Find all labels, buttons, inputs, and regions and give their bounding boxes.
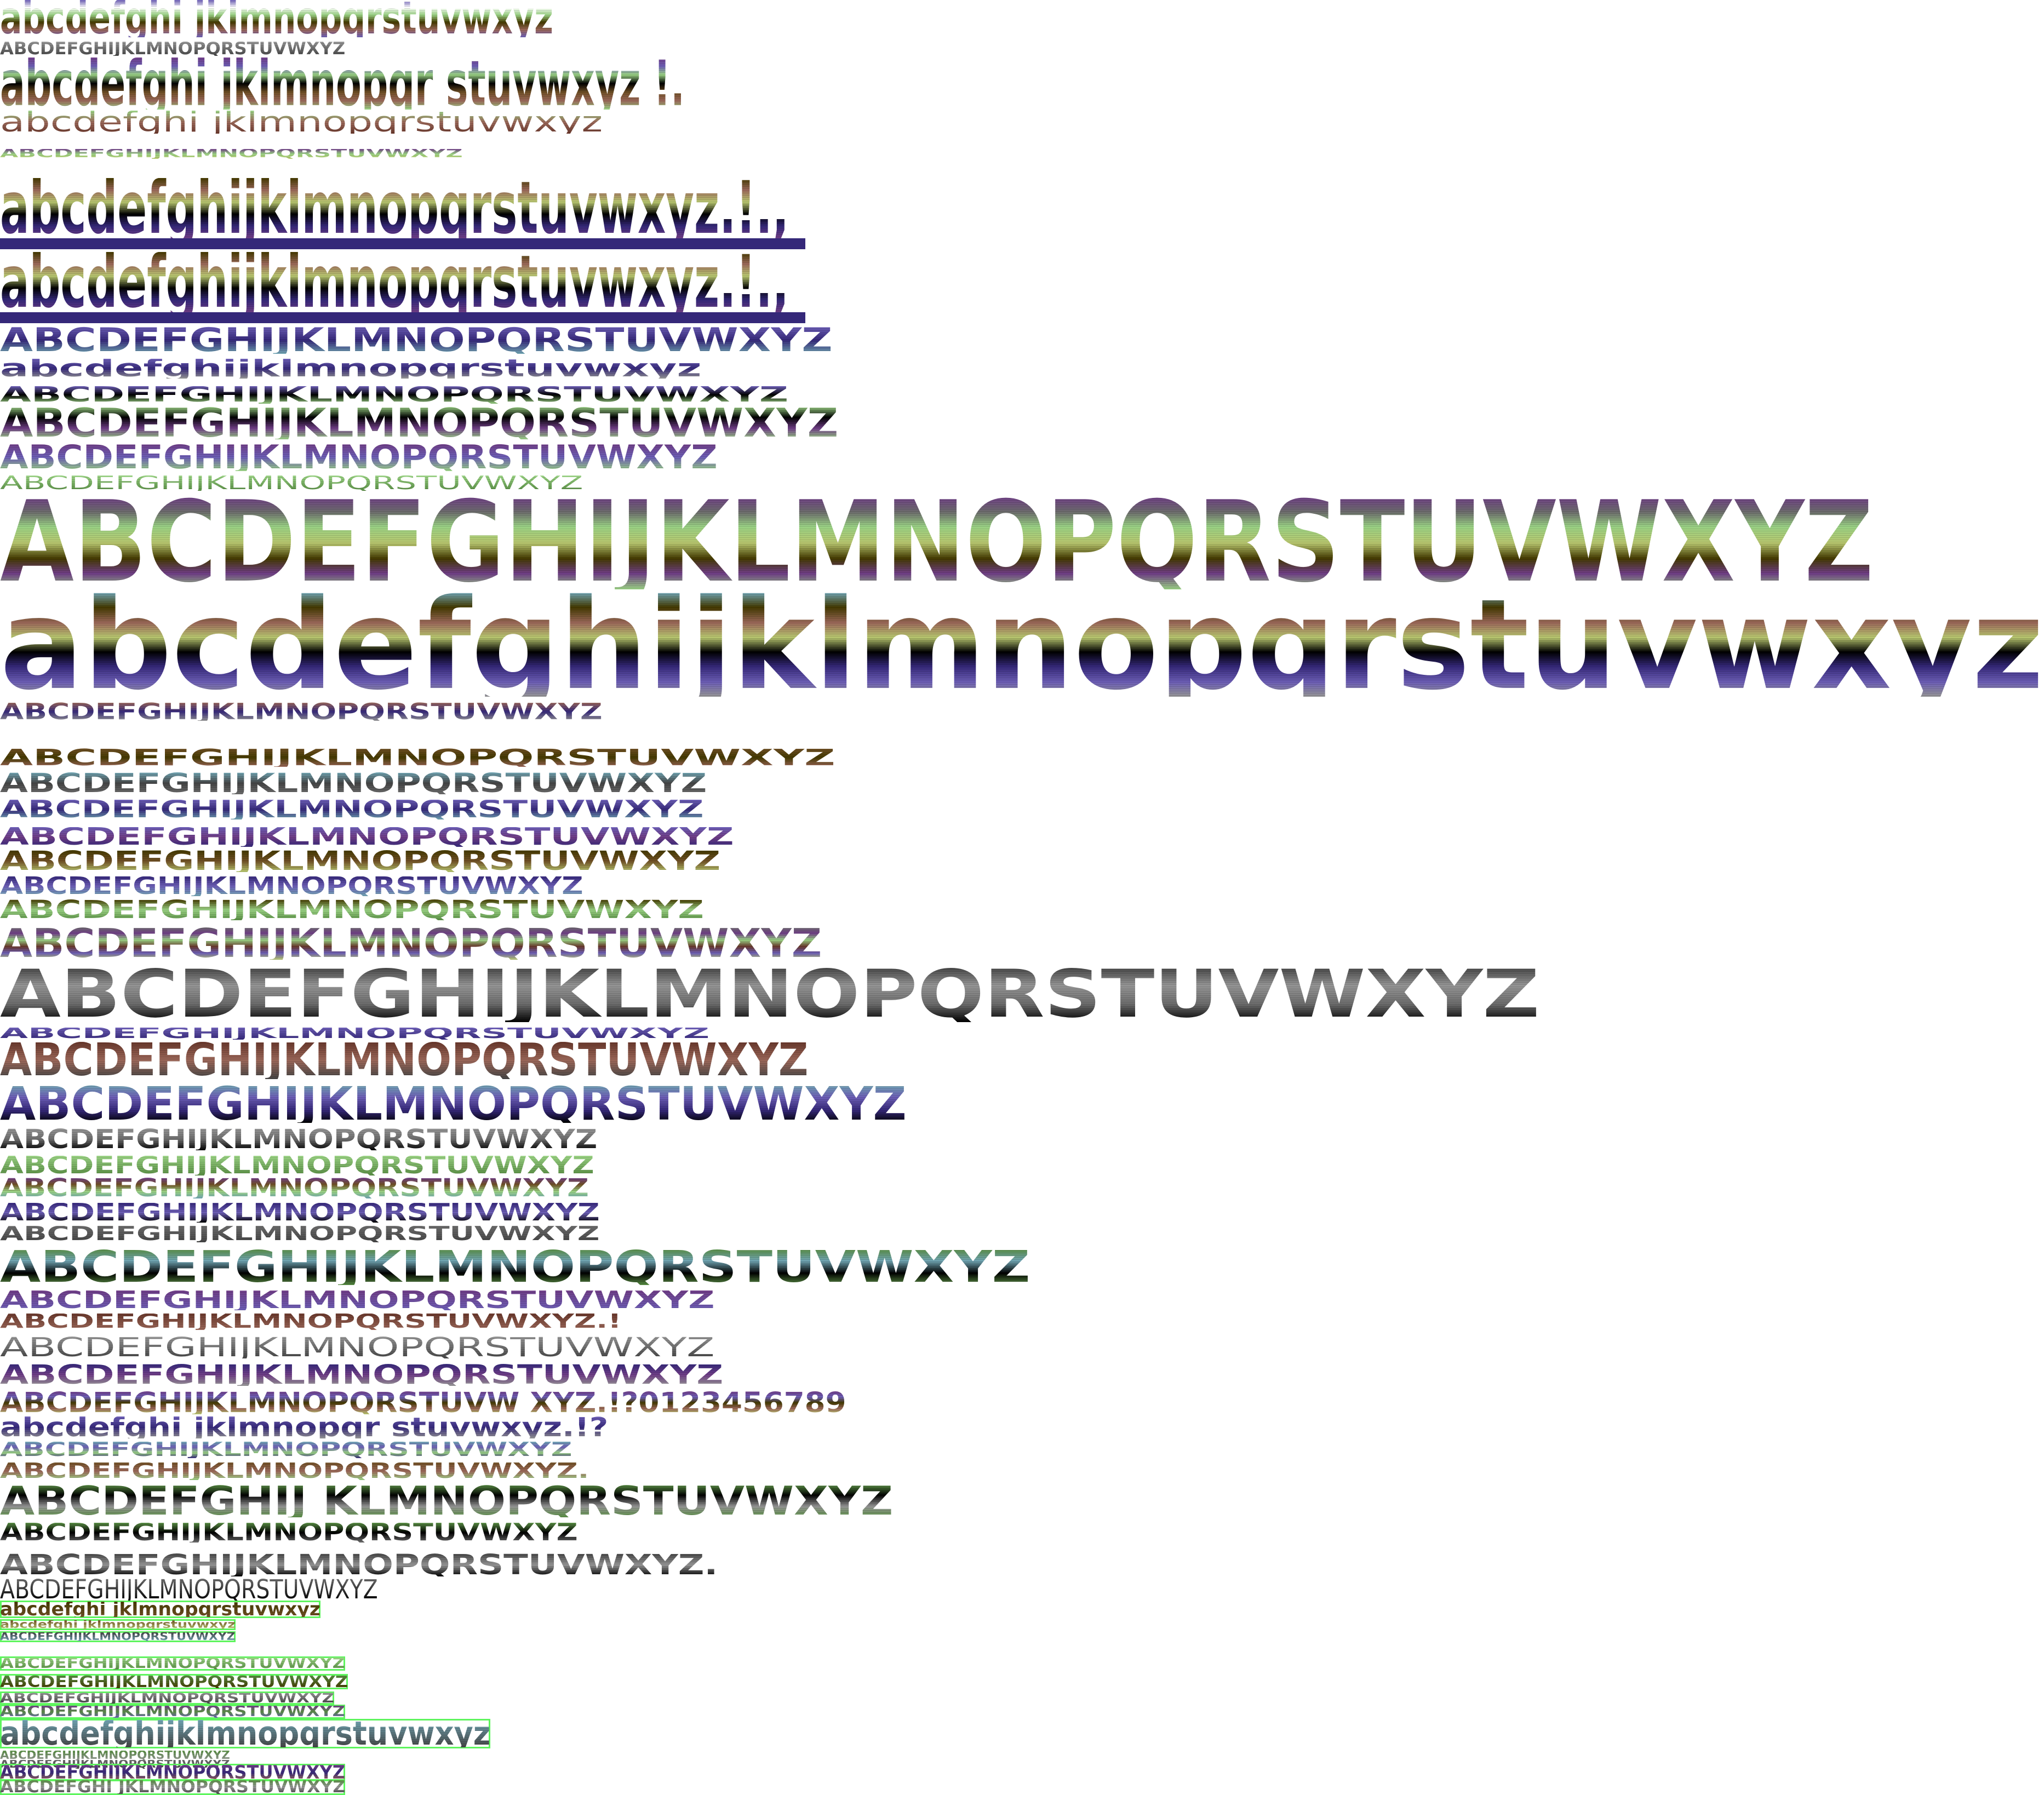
font-sample-row: ABCDEFGHIJKLMNOPQRSTUVWXYZ — [0, 1178, 589, 1198]
font-sample-row: ABCDEFGHIJKLMNOPQRSTUVWXYZ — [0, 1226, 600, 1242]
font-sample-row: ABCDEFGHIJKLMNOPQRSTUVWXYZ — [0, 1364, 723, 1386]
font-sample-row: ABCDEFGHIJKLMNOPQRSTUVWXYZ. — [0, 1553, 718, 1576]
font-sample-row: ABCDEFGHIJKLMNOPQRSTUVWXYZ — [0, 406, 838, 439]
font-sample-row: ABCDEFGHIJKLMNOPQRSTUVWXYZ — [0, 1751, 230, 1760]
font-sample-row: ABCDEFGHIJKLMNOPQRSTUVWXYZ — [0, 927, 822, 960]
font-sample-row: ABCDEFGHI JKLMNOPQRSTUVWXYZ — [0, 1780, 345, 1794]
font-sample-row: abcdefghi jklmnopqr stuvwxyz.!? — [0, 1416, 608, 1438]
font-sample-row: ABCDEFGHIJKLMNOPQRSTUVWXYZ — [0, 772, 707, 794]
font-sample-row: ABCDEFGHIJKLMNOPQRSTUVWXYZ — [0, 1693, 334, 1704]
font-sample-row: ABCDEFGHIJKLMNOPQRSTUVWXYZ — [0, 444, 718, 471]
font-sample-row: abcdefghi jklmnopqr stuvwxyz !. — [0, 58, 685, 110]
font-sample-row: ABCDEFGHIJKLMNOPQRSTUVWXYZ — [0, 1632, 236, 1641]
font-sample-row: ABCDEFGHIJKLMNOPQRSTUVWXYZ — [0, 475, 583, 491]
font-sample-row: abcdefghijklmnopqrstuvwxyz — [0, 359, 701, 379]
font-sample-row: ABCDEFGHIJKLMNOPQRSTUVWXYZ — [0, 1128, 597, 1150]
row-underline-bar — [0, 312, 805, 323]
font-sample-row: abcdefghi jklmnopqrstuvwxyz — [0, 1602, 320, 1617]
font-sample-row: ABCDEFGHIJKLMNOPQRSTUVWXYZ — [0, 1579, 378, 1601]
font-sample-row: ABCDEFGHIJKLMNOPQRSTUVWXYZ — [0, 326, 833, 354]
font-sample-row: ABCDEFGHIJKLMNOPQRSTUVWXYZ — [0, 702, 603, 721]
font-sample-row: ABCDEFGHIJKLMNOPQRSTUVWXYZ. — [0, 1463, 589, 1480]
font-sample-row: ABCDEFGHIJKLMNOPQRSTUVWXYZ — [0, 1028, 709, 1040]
font-sample-row: abcdefghijklmnopqrstuvwxyz — [0, 593, 2044, 697]
font-sample-row: ABCDEFGHIJKLMNOPQRSTUVWXYZ — [0, 1203, 600, 1223]
font-sample-row: ABCDEFGHIJKLMNOPQRSTUVWXYZ — [0, 42, 345, 56]
font-sample-row: ABCDEFGHIJKLMNOPQRSTUVWXYZ — [0, 1658, 345, 1670]
font-sample-row: ABCDEFGHIJKLMNOPQRSTUVWXYZ — [0, 1523, 578, 1542]
font-sample-row: ABCDEFGHIJKLMNOPQRSTUVWXYZ — [0, 1765, 345, 1780]
font-sample-row: ABCDEFGHIJ KLMNOPQRSTUVWXYZ — [0, 1484, 893, 1517]
font-sample-row: ABCDEFGHIJKLMNOPQRSTUVWXYZ — [0, 386, 789, 404]
font-sample-row: ABCDEFGHIJKLMNOPQRSTUVWXYZ — [0, 1042, 808, 1079]
font-sample-row: abcdefghi jklmnopqrstuvwxyz — [0, 111, 603, 134]
font-sample-row: ABCDEFGHIJKLMNOPQRSTUVWXYZ — [0, 1085, 907, 1123]
font-sample-row: ABCDEFGHIJKLMNOPQRSTUVWXYZ — [0, 1156, 594, 1175]
font-sample-row: abcdefghijklmnopqrstuvwxyz.!., — [0, 252, 789, 312]
font-sample-row: abcdefghi jklmnopqrstuvwxyz — [0, 1620, 236, 1629]
font-sample-row: ABCDEFGHIJKLMNOPQRSTUVWXYZ.! — [0, 1314, 622, 1330]
font-sample-row: abcdefghijklmnopqrstuvwxyz — [0, 1720, 490, 1747]
font-sample-row: ABCDEFGHIJKLMNOPQRSTUVWXYZ — [0, 1675, 348, 1688]
font-sample-row: ABCDEFGHIJKLMNOPQRSTUVWXYZ — [0, 1249, 1030, 1285]
font-sample-row: ABCDEFGHIJKLMNOPQRSTUVWXYZ — [0, 1706, 345, 1718]
font-sample-row: ABCDEFGHIJKLMNOPQRSTUVWXYZ — [0, 1337, 715, 1358]
font-sample-row: ABCDEFGHIJKLMNOPQRSTUVWXYZ — [0, 827, 734, 847]
font-sample-row: abcdefghijklmnopqrstuvwxyz.!., — [0, 178, 789, 238]
font-sample-row: ABCDEFGHIJKLMNOPQRSTUVWXYZ — [0, 1442, 572, 1458]
font-sample-row: ABCDEFGHIJKLMNOPQRSTUVWXYZ — [0, 149, 463, 159]
font-sample-row: ABCDEFGHIJKLMNOPQRSTUVWXYZ — [0, 850, 720, 872]
font-sample-row: ABCDEFGHIJKLMNOPQRSTUVWXYZ — [0, 496, 1874, 589]
font-sample-row: abcdefghi jklmnopqrstuvwxyz — [0, 0, 553, 37]
font-sample-row: ABCDEFGHIJKLMNOPQRSTUVWXYZ — [0, 899, 704, 920]
font-sample-row: ABCDEFGHIJKLMNOPQRSTUVWXYZ — [0, 800, 704, 819]
font-sample-row: ABCDEFGHIJKLMNOPQRSTUVWXYZ — [0, 967, 1539, 1022]
font-sample-row: ABCDEFGHIJKLMNOPQRSTUVWXYZ — [0, 1291, 715, 1310]
font-sample-row: ABCDEFGHIJKLMNOPQRSTUVW XYZ.!?0123456789 — [0, 1391, 846, 1414]
font-sample-row: ABCDEFGHIJKLMNOPQRSTUVWXYZ — [0, 876, 583, 896]
font-sample-row: ABCDEFGHIJKLMNOPQRSTUVWXYZ — [0, 748, 835, 767]
row-underline-bar — [0, 238, 805, 249]
